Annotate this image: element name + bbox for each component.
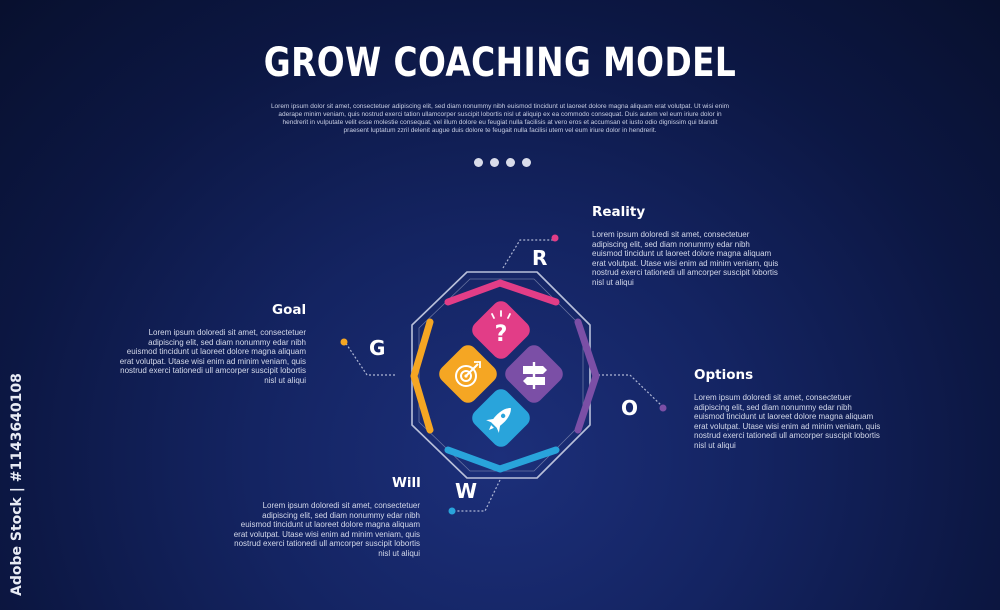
will-letter: W: [455, 479, 478, 503]
watermark-text: Adobe Stock | #1143640108: [9, 373, 25, 596]
reality-letter: R: [532, 246, 548, 270]
reality-title: Reality: [592, 204, 646, 220]
reality-body: Lorem ipsum doloredi sit amet, consectet…: [592, 230, 779, 287]
target-icon: [455, 361, 481, 387]
rocket-tile: [472, 389, 530, 447]
goal-connector-dot: [340, 338, 348, 346]
will-title: Will: [392, 475, 421, 491]
signpost-tile: [505, 345, 563, 403]
pagination-dot: [490, 158, 499, 167]
goal-bar: [410, 318, 434, 434]
reality-connector-dot: [551, 234, 559, 242]
pagination-dot: [474, 158, 483, 167]
goal-body: Lorem ipsum doloredi sit amet, consectet…: [119, 328, 306, 385]
goal-connector: [344, 341, 395, 376]
will-body: Lorem ipsum doloredi sit amet, consectet…: [233, 501, 420, 558]
options-bar: [574, 318, 600, 434]
will-connector-dot: [448, 507, 456, 515]
page-title: GROW COACHING MODEL: [263, 40, 737, 86]
pagination-dot: [522, 158, 531, 167]
reality-bar: [444, 279, 560, 306]
octagon-frame: [411, 271, 591, 479]
will-bar: [444, 446, 560, 473]
question-tile: ?: [472, 301, 530, 359]
target-tile: [439, 345, 497, 403]
options-title: Options: [694, 367, 754, 383]
question-bulb-icon: ?: [495, 322, 508, 347]
goal-title: Goal: [272, 302, 307, 318]
page-subtitle: Lorem ipsum dolor sit amet, consectetuer…: [270, 103, 730, 134]
pagination-dot: [506, 158, 515, 167]
options-connector: [598, 374, 664, 408]
rocket-icon: [486, 408, 511, 433]
goal-letter: G: [369, 336, 386, 360]
options-connector-dot: [659, 404, 667, 412]
reality-connector: [502, 239, 555, 269]
pagination-dots: [474, 158, 531, 167]
watermark: Adobe Stock | #1143640108: [9, 373, 25, 596]
options-letter: O: [621, 396, 639, 420]
signpost-icon: [523, 362, 547, 389]
options-body: Lorem ipsum doloredi sit amet, consectet…: [694, 393, 881, 450]
